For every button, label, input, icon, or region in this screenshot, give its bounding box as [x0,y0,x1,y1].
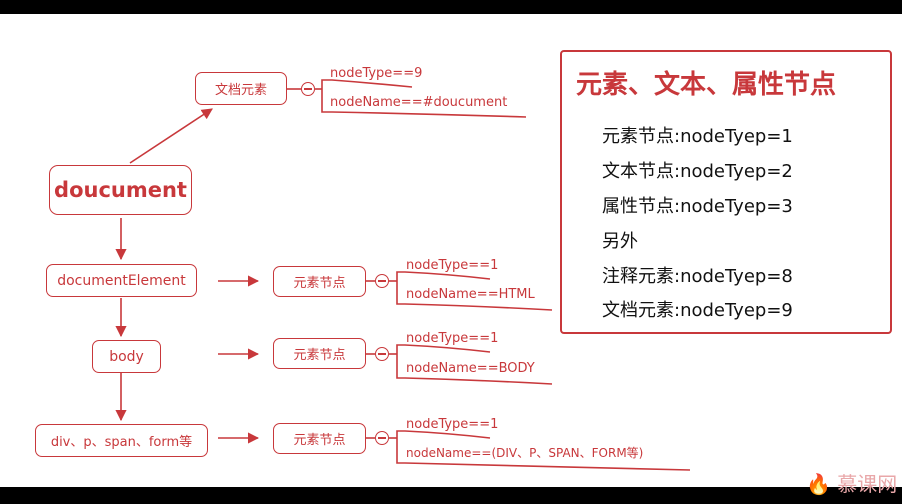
node-type-summary-panel: 元素、文本、属性节点 元素节点:nodeTyep=1 文本节点:nodeTyep… [560,50,892,334]
body-node-name: nodeName==BODY [406,361,535,376]
bottom-letterbox [0,487,902,504]
element-node-body: 元素节点 [273,338,366,369]
arrow-root-to-docnode [129,108,213,164]
element-node-html: 元素节点 [273,266,366,297]
panel-line: 注释元素:nodeTyep=8 [602,266,793,287]
document-node: 文档元素 [195,72,287,105]
root-label: doucument [54,178,187,202]
el-node-type: nodeType==1 [406,417,499,432]
elements-label: div、p、span、form等 [50,435,193,450]
document-node-label: 文档元素 [214,83,267,98]
body-node: body [92,340,161,373]
element-node-label: 元素节点 [293,433,346,448]
doc-node-type: nodeType==9 [330,66,423,81]
panel-line: 属性节点:nodeTyep=3 [602,196,793,217]
document-element-node: documentElement [46,264,197,297]
collapse-minus-icon [301,82,315,96]
collapse-minus-icon [375,431,389,445]
panel-line: 文档元素:nodeTyep=9 [602,300,793,321]
elements-node: div、p、span、form等 [35,424,208,457]
top-letterbox [0,0,902,14]
watermark: 🔥 慕课网 [806,468,897,497]
doc-node-name: nodeName==#doucument [330,95,508,110]
element-node-label: 元素节点 [293,348,346,363]
watermark-text: 慕课网 [837,472,898,496]
collapse-minus-icon [375,347,389,361]
panel-line: 元素节点:nodeTyep=1 [602,126,793,147]
collapse-minus-icon [375,274,389,288]
panel-line: 文本节点:nodeTyep=2 [602,161,793,182]
html-node-type: nodeType==1 [406,258,499,273]
html-node-name: nodeName==HTML [406,287,535,302]
body-label: body [109,348,144,365]
element-node-label: 元素节点 [293,276,346,291]
doucument-root-node: doucument [49,165,192,215]
element-node-elements: 元素节点 [273,423,366,454]
document-element-label: documentElement [57,272,186,289]
el-node-name: nodeName==(DIV、P、SPAN、FORM等) [406,446,644,460]
panel-line: 另外 [602,231,638,252]
flame-icon: 🔥 [806,472,831,496]
body-node-type: nodeType==1 [406,331,499,346]
panel-title: 元素、文本、属性节点 [576,70,837,100]
